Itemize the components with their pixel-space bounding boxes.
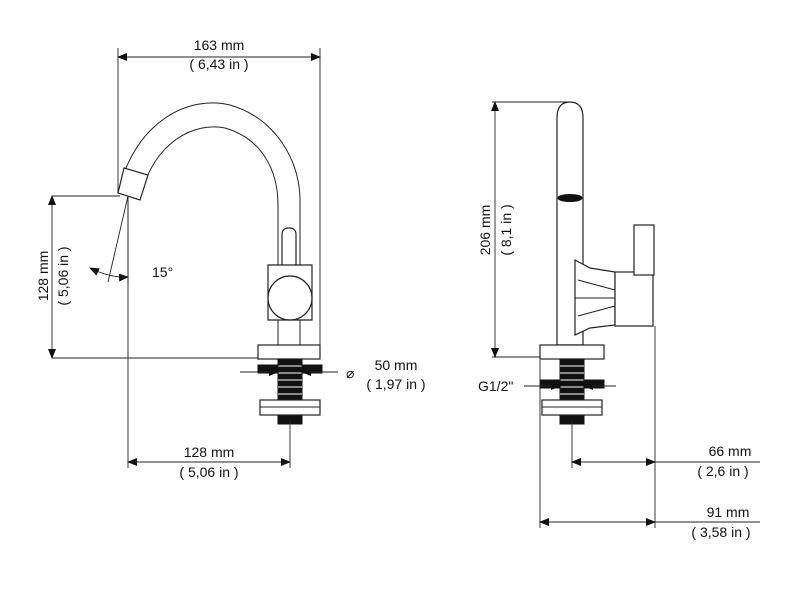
dim-reach-mm: 128 mm [184, 444, 235, 460]
dim-reach-in: ( 5,06 in ) [179, 464, 238, 480]
dim-66-in: ( 2,6 in ) [697, 463, 748, 479]
dim-width-mm: 163 mm [194, 37, 245, 53]
dim-front-height-mm: 206 mm [477, 205, 493, 256]
front-base [539, 344, 605, 360]
diameter-in: ( 1,97 in ) [366, 376, 425, 392]
front-faucet-body [539, 101, 655, 425]
thread-label: G1/2" [478, 378, 513, 394]
dim-width-in: ( 6,43 in ) [189, 56, 248, 72]
diameter-symbol: ⌀ [346, 365, 354, 381]
diameter-mm: 50 mm [375, 357, 418, 373]
dim-91-mm: 91 mm [707, 504, 750, 520]
front-lever [633, 224, 655, 276]
side-view: 163 mm ( 6,43 in ) 128 mm ( 5,06 in ) 15… [35, 37, 426, 480]
angle-label: 15° [152, 264, 173, 280]
angle-arc [89, 267, 129, 282]
dim-66-mm: 66 mm [709, 443, 752, 459]
front-view: 206 mm ( 8,1 in ) G1/2" 66 mm ( 2,6 in )… [477, 101, 760, 540]
front-handle [614, 271, 654, 327]
side-base [257, 344, 321, 360]
dim-91-in: ( 3,58 in ) [691, 524, 750, 540]
dim-height-in: ( 5,06 in ) [55, 246, 71, 305]
front-aerator [557, 194, 583, 202]
side-faucet-body [117, 102, 323, 425]
dim-height-mm: 128 mm [35, 251, 51, 302]
dim-front-height-in: ( 8,1 in ) [498, 204, 514, 255]
